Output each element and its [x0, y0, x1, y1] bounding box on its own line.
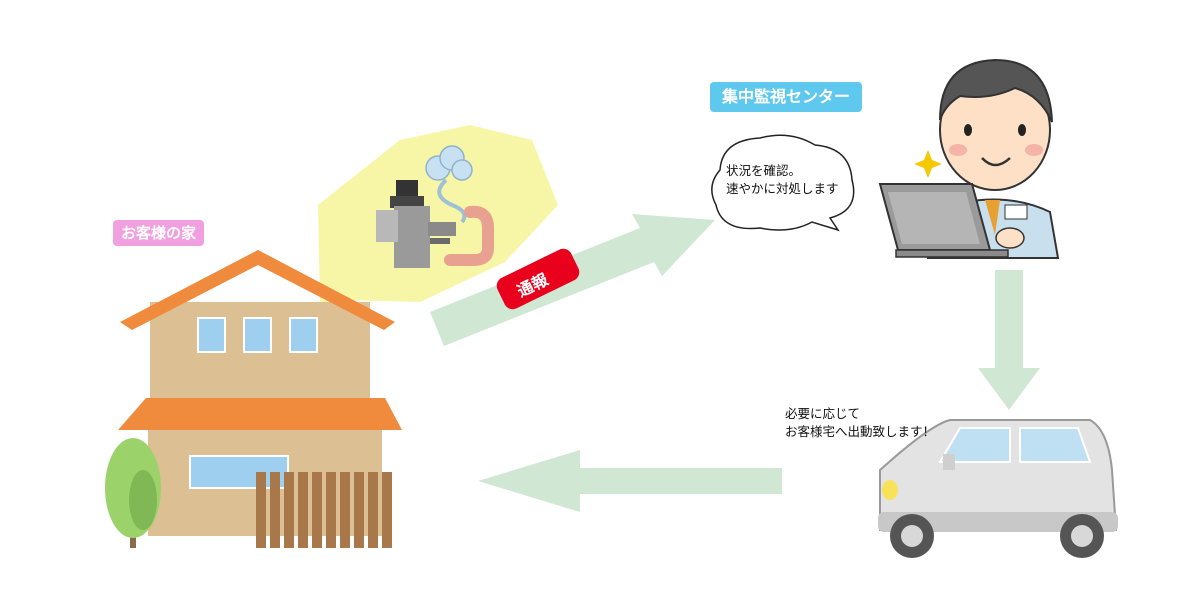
dispatch-text: 必要に応じて お客様宅へ出動致します！	[785, 405, 935, 441]
house-icon	[118, 250, 402, 548]
center-speech-line1: 状況を確認。	[726, 163, 802, 178]
fence	[256, 472, 392, 548]
car-icon	[878, 419, 1118, 558]
monitoring-center-label: 集中監視センター	[710, 82, 863, 112]
arrow-to-car	[978, 270, 1040, 410]
house-label: お客様の家	[113, 220, 205, 246]
leaking-pipe-icon	[376, 145, 494, 268]
arrow-to-house	[478, 450, 782, 512]
laptop-icon	[878, 183, 1009, 258]
dispatch-line1: 必要に応じて	[785, 406, 861, 421]
center-speech-text: 状況を確認。 速やかに対処します	[726, 162, 839, 198]
notify-badge	[496, 248, 580, 310]
center-speech-line2: 速やかに対処します	[726, 181, 839, 196]
center-speech-bubble	[711, 134, 855, 232]
dispatch-line2: お客様宅へ出動致します！	[785, 424, 936, 439]
tree-icon	[105, 438, 161, 548]
sparkle-icon	[914, 150, 942, 178]
